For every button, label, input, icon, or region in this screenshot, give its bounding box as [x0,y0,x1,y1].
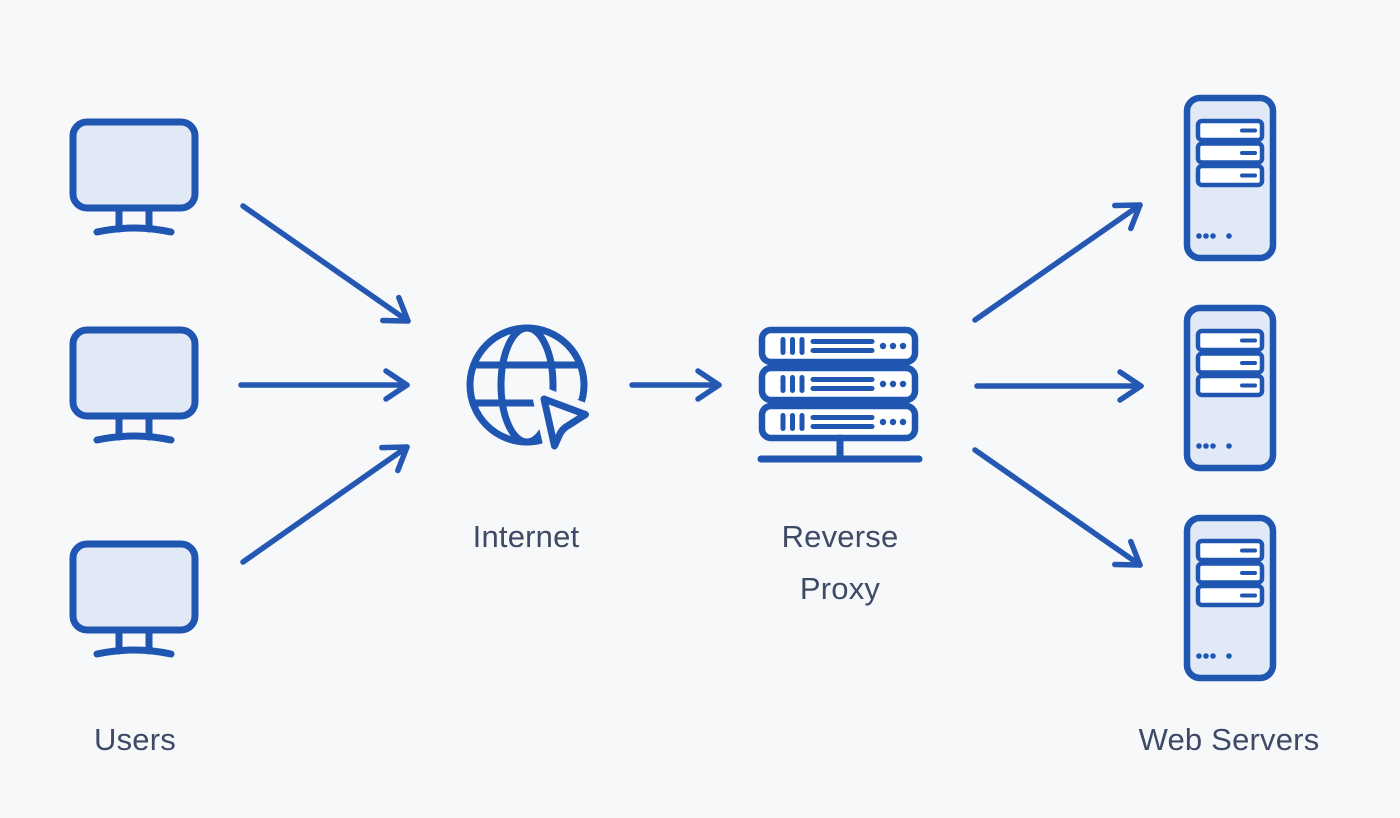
arrow-user1-internet-icon [240,203,416,332]
users-label: Users [94,722,176,757]
reverse-proxy-label-line2: Proxy [799,571,881,606]
monitor-icon [73,122,195,232]
arrow-user2-internet-icon [238,371,410,399]
server-tower-icon [1187,518,1273,678]
arrow-proxy-server1-icon [972,194,1148,323]
arrow-internet-proxy-icon [629,371,722,399]
server-tower-icon [1187,308,1273,468]
arrow-user3-internet-icon [240,436,415,565]
reverse-proxy-label: Reverse Proxy [782,511,899,615]
arrow-proxy-server3-icon [972,447,1148,576]
web-servers-label: Web Servers [1138,722,1320,757]
monitor-icon [73,330,195,440]
server-rack-stack-icon [757,330,923,463]
arrow-proxy-server2-icon [974,372,1144,400]
cursor-icon [540,395,589,450]
reverse-proxy-label-line1: Reverse [781,519,899,554]
internet-label: Internet [472,519,580,554]
monitor-icon [73,544,195,654]
server-tower-icon [1187,98,1273,258]
